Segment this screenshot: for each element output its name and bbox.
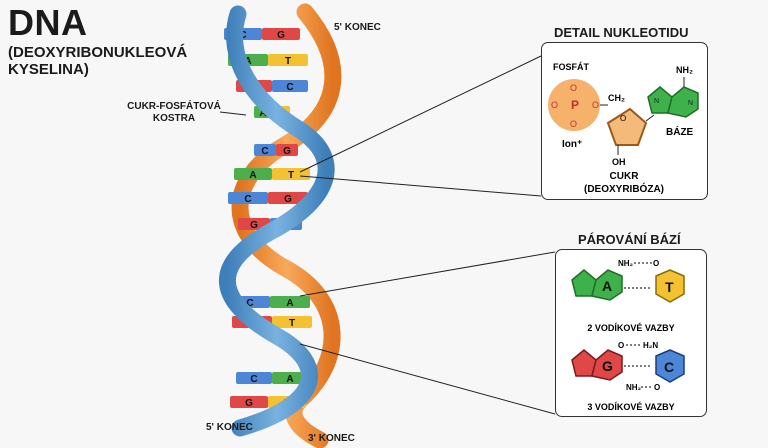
- base-pairing-panel: A NH₂ O T 2 VODÍKOVÉ VAZBY G O H₂N NH₂ O…: [555, 249, 707, 417]
- backbone-leader-line: [219, 111, 247, 116]
- thymine-ring: [655, 269, 685, 303]
- backbone-label-line-2: KOSTRA: [152, 113, 196, 124]
- base-nitrogen-1: N: [654, 98, 659, 105]
- base-left-letter: C: [261, 146, 268, 157]
- base-left-letter: A: [259, 108, 266, 119]
- subtitle-line-2: KYSELINA): [8, 61, 89, 78]
- phosphate-circle: [548, 79, 600, 131]
- guanine-six-ring: [591, 349, 623, 381]
- nucleotide-structure: FOSFÁT P O O O O Ion⁺ CH₂ O OH CUKR (DEO…: [548, 62, 699, 195]
- base-label: BÁZE: [666, 125, 694, 138]
- base-left-letter: C: [250, 374, 257, 385]
- base-left-block: [230, 396, 268, 408]
- base-right-block: [272, 316, 312, 328]
- base-amine-group: NH₂: [676, 65, 693, 75]
- base-right-block: [268, 192, 308, 204]
- base-left-letter: A: [249, 170, 256, 181]
- bottom-5-prime-label: 5' KONEC: [206, 422, 253, 433]
- base-right-letter: C: [286, 82, 293, 93]
- phosphate-oxygen-bottom: O: [570, 119, 577, 129]
- base-right-letter: A: [286, 298, 293, 309]
- base-right-letter: T: [285, 56, 291, 67]
- sugar-oxygen: O: [620, 114, 626, 123]
- base-left-letter: C: [244, 194, 251, 205]
- guanine-letter: G: [602, 358, 613, 374]
- base-right-letter: T: [288, 170, 294, 181]
- bottom-3-prime-label: 3' KONEC: [308, 433, 355, 444]
- base-left-block: [236, 372, 272, 384]
- backbone-label-line-1: CUKR-FOSFÁTOVÁ: [127, 101, 221, 112]
- nucleotide-detail-panel: FOSFÁT P O O O O Ion⁺ CH₂ O OH CUKR (DEO…: [541, 42, 708, 200]
- base-right-block: [272, 372, 308, 384]
- sugar-label-line-2: (DEOXYRIBÓZA): [584, 182, 664, 195]
- cytosine-oxygen: O: [654, 383, 660, 392]
- base-right-block: [268, 54, 308, 66]
- base-left-block: [254, 144, 276, 156]
- base-left-letter: G: [245, 398, 253, 409]
- phosphate-oxygen-top: O: [570, 83, 577, 93]
- adenine-letter: A: [602, 278, 612, 294]
- pairing-panel-title: PÁROVÁNÍ BÁZÍ: [578, 232, 681, 247]
- subtitle-line-1: (DEOXYRIBONUKLEOVÁ: [8, 44, 188, 61]
- nucleotide-panel-title: DETAIL NUKLEOTIDU: [554, 25, 689, 40]
- sugar-label-line-1: CUKR: [610, 171, 640, 182]
- base-left-block: [228, 192, 268, 204]
- ion-label: Ion⁺: [562, 139, 582, 150]
- hydroxyl-group: OH: [612, 157, 626, 167]
- top-5-prime-label: 5' KONEC: [334, 22, 381, 33]
- base-right-letter: T: [289, 318, 295, 329]
- base-left-letter: A: [244, 56, 251, 67]
- thymine-letter: T: [665, 279, 674, 295]
- phosphate-label: FOSFÁT: [553, 62, 589, 72]
- base-right-block: [272, 168, 310, 180]
- thymine-oxygen: O: [653, 259, 659, 268]
- base-right-block: [272, 80, 308, 92]
- deoxyribose-ring: [606, 107, 648, 146]
- sugar-ch2-group: CH₂: [608, 93, 625, 103]
- base-right-letter: A: [286, 374, 293, 385]
- base-right-block: [262, 28, 300, 40]
- pairing-leader-top: [299, 251, 556, 297]
- phosphate-oxygen-right: O: [592, 100, 599, 110]
- cytosine-ring: [655, 349, 685, 383]
- base-left-letter: G: [250, 220, 258, 231]
- backbone-label: CUKR-FOSFÁTOVÁ KOSTRA: [126, 101, 222, 125]
- guanine-oxygen: O: [618, 341, 624, 350]
- base-right-letter: G: [284, 194, 292, 205]
- nucleotide-leader-bottom: [299, 175, 542, 197]
- base-left-block: [234, 168, 272, 180]
- purine-six-ring: [667, 86, 699, 118]
- base-right-letter: G: [283, 146, 291, 157]
- phosphorus-atom: P: [571, 98, 579, 112]
- cytosine-letter: C: [664, 359, 674, 375]
- base-right-block: [276, 144, 298, 156]
- phosphate-oxygen-left: O: [551, 100, 558, 110]
- nucleotide-leader-top: [299, 55, 542, 173]
- diagram-title: DNA: [8, 2, 88, 43]
- base-right-block: [270, 296, 310, 308]
- adenine-six-ring: [591, 269, 623, 301]
- base-nitrogen-2: N: [688, 100, 693, 107]
- base-right-letter: G: [277, 30, 285, 41]
- pair1-caption: 2 VODÍKOVÉ VAZBY: [587, 323, 674, 333]
- blue-backbone-strand: [219, 5, 335, 437]
- pair2-caption: 3 VODÍKOVÉ VAZBY: [587, 402, 674, 412]
- base-left-letter: C: [246, 298, 253, 309]
- cytosine-amine: H₂N: [643, 341, 658, 350]
- diagram-subtitle: (DEOXYRIBONUKLEOVÁ KYSELINA): [8, 44, 187, 78]
- pairing-leader-bottom: [299, 343, 556, 415]
- adenine-amine: NH₂: [618, 259, 634, 268]
- base-pairing-structures: A NH₂ O T 2 VODÍKOVÉ VAZBY G O H₂N NH₂ O…: [571, 259, 685, 412]
- guanine-amine: NH₂: [626, 383, 642, 392]
